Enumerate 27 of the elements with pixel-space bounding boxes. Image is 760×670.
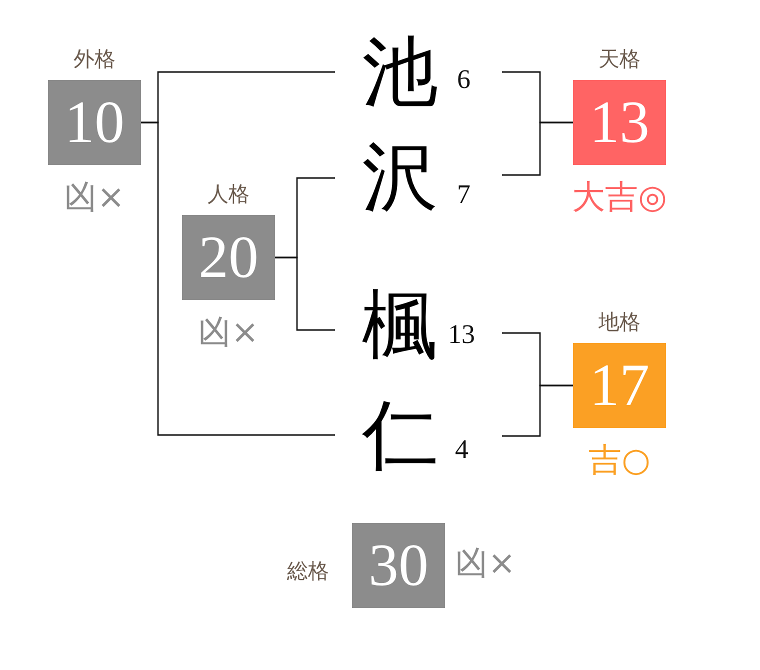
connector-line: [141, 122, 335, 436]
connector-line: [502, 122, 573, 176]
score-box: 10: [48, 80, 141, 165]
verdict-label: 吉○: [588, 442, 650, 478]
verdict-label: 大吉◎: [572, 179, 667, 215]
score-box: 20: [182, 215, 275, 300]
verdict-label: 凶×: [198, 314, 259, 350]
category-label: 地格: [598, 311, 640, 333]
stroke-count: 4: [455, 436, 468, 463]
score-box: 13: [573, 80, 666, 165]
connector-line: [275, 256, 335, 331]
kanji-character: 沢: [362, 140, 438, 216]
stroke-count: 13: [448, 321, 475, 348]
category-label: 天格: [598, 48, 640, 70]
score-box: 30: [352, 523, 445, 608]
category-label: 総格: [287, 560, 329, 582]
category-label: 人格: [208, 183, 250, 205]
kanji-character: 楓: [362, 288, 438, 364]
score-box: 17: [573, 343, 666, 428]
stroke-count: 6: [457, 66, 470, 93]
kanji-character: 池: [362, 35, 438, 111]
connector-line: [502, 384, 573, 437]
category-label: 外格: [74, 48, 116, 70]
stroke-count: 7: [457, 181, 470, 208]
verdict-label: 凶×: [64, 179, 125, 215]
verdict-label: 凶×: [455, 545, 516, 581]
kanji-character: 仁: [362, 398, 438, 474]
